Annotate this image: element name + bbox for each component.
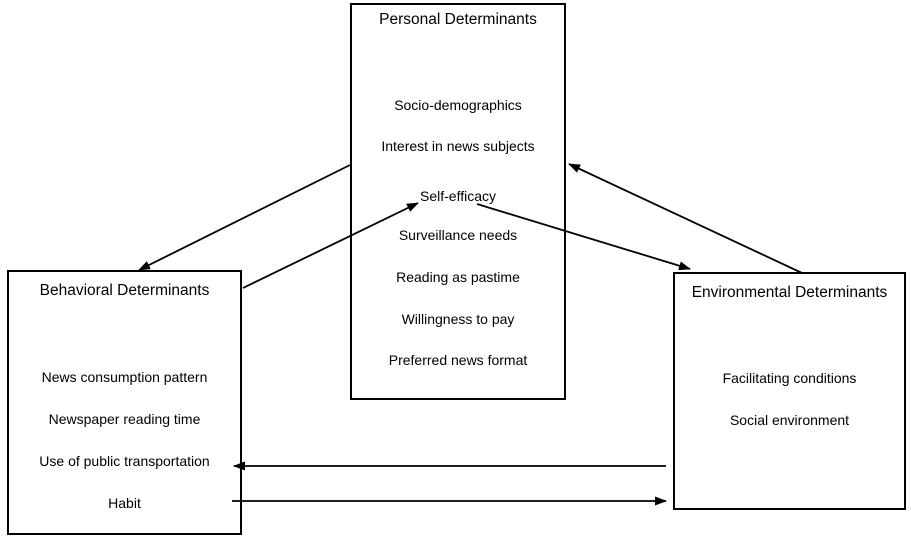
box-item-preferred-news-format: Preferred news format [388,352,528,368]
box-item-willingness-to-pay: Willingness to pay [401,311,515,327]
box-item-reading-as-pastime: Reading as pastime [396,269,520,285]
box-item-use-of-public-transportation: Use of public transportation [39,453,210,469]
box-title-environmental: Environmental Determinants [691,284,888,301]
box-item-socio-demographics: Socio-demographics [394,97,522,113]
box-item-social-environment: Social environment [729,412,850,428]
environmental-determinants-box: Environmental Determinants Facilitating … [673,272,906,510]
personal-determinants-box: Personal Determinants Socio-demographics… [350,3,566,400]
box-item-self-efficacy: Self-efficacy [420,188,496,204]
box-item-newspaper-reading-time: Newspaper reading time [48,411,201,427]
box-title-behavioral: Behavioral Determinants [39,282,210,299]
box-item-surveillance-needs: Surveillance needs [398,227,518,243]
arrow-environmental-to-personal-icon [568,163,803,274]
behavioral-determinants-box: Behavioral Determinants News consumption… [7,270,242,535]
arrow-personal-to-behavioral-icon [138,164,351,271]
box-item-interest-in-news-subjects: Interest in news subjects [381,138,535,154]
box-item-news-consumption-pattern: News consumption pattern [41,369,208,385]
box-title-personal: Personal Determinants [379,11,537,28]
box-item-facilitating-conditions: Facilitating conditions [722,370,857,386]
box-item-habit: Habit [108,495,141,511]
